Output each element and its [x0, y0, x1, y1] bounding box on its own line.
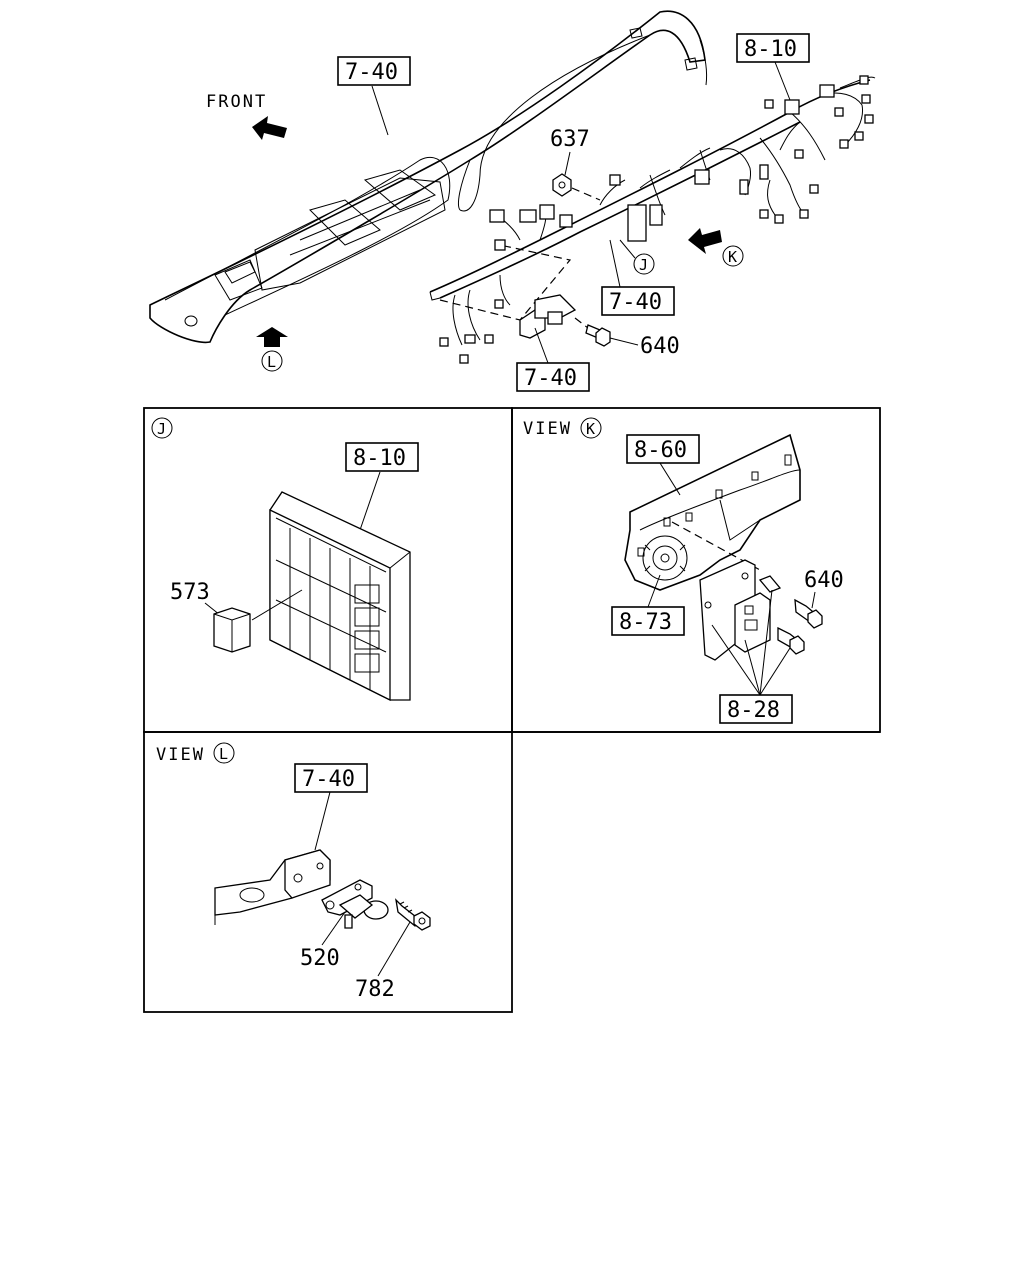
bolt-782 [395, 898, 431, 931]
ref-l-letter: L [267, 353, 276, 371]
label-box-bracket-bottom [516, 362, 590, 392]
view-l-arrow-icon [256, 327, 288, 347]
panel-j: J 8-10 573 [143, 407, 513, 733]
panel-j-ref-circle-icon [151, 417, 173, 439]
label-panel-k-top: 8-60 [634, 438, 687, 463]
front-label: FRONT [206, 92, 267, 112]
ref-j-circle-icon [633, 253, 655, 275]
relay-573 [213, 607, 251, 653]
label-dash-assembly: 7-40 [345, 60, 398, 85]
ref-k-letter: K [728, 248, 737, 266]
panel-l-ref-circle-icon [213, 742, 235, 764]
label-bracket-bottom: 7-40 [524, 366, 577, 391]
label-panel-k-left: 8-73 [619, 610, 672, 635]
label-panel-l-bracket: 7-40 [302, 767, 355, 792]
panel-l-ref-letter: L [219, 745, 228, 763]
ref-k-circle-icon [722, 245, 744, 267]
label-panel-l-sensor: 520 [300, 946, 340, 971]
label-panel-l-bolt: 782 [355, 977, 395, 1002]
dashboard-panel [149, 10, 708, 344]
label-box-harness [736, 33, 810, 63]
label-box-panel-l-bracket [294, 763, 368, 793]
label-box-panel-k-bottom [719, 694, 793, 724]
label-part-637: 637 [550, 127, 590, 152]
ref-l-circle-icon [261, 350, 283, 372]
sensor-520 [321, 879, 389, 929]
sensor-bracket [214, 849, 331, 925]
label-harness: 8-10 [744, 37, 797, 62]
label-box-panel-k-left [611, 606, 685, 636]
label-box-dash-assembly [337, 56, 411, 86]
panel-k-ref-letter: K [586, 420, 595, 438]
label-part-640: 640 [640, 334, 680, 359]
panel-j-ref-letter: J [157, 420, 166, 438]
panel-k: VIEW K 8-60 [511, 407, 881, 733]
wiring-harness [429, 75, 876, 364]
label-panel-k-bottom: 8-28 [727, 698, 780, 723]
label-box-panel-k-top [626, 434, 700, 464]
label-box-bracket-right [601, 286, 675, 316]
label-box-fuse-block [345, 442, 419, 472]
ref-j-letter: J [639, 256, 648, 274]
panel-l: VIEW L 7-40 [143, 731, 513, 1013]
bolts-640 [758, 575, 823, 655]
steering-column-housing [624, 433, 801, 591]
top-assembly: FRONT 7-40 L [149, 10, 876, 392]
panel-k-view-text: VIEW [523, 419, 572, 439]
view-k-arrow-icon [688, 228, 722, 254]
bracket-with-bolt [519, 294, 611, 347]
fuse-relay-block [269, 491, 411, 702]
switch-bracket [699, 559, 771, 661]
panel-k-ref-circle-icon [580, 417, 602, 439]
label-fuse-block: 8-10 [353, 446, 406, 471]
front-arrow-icon [252, 116, 287, 140]
label-panel-k-bolt: 640 [804, 568, 844, 593]
panel-l-view-text: VIEW [156, 745, 205, 765]
label-bracket-right: 7-40 [609, 290, 662, 315]
nut-637-icon [552, 173, 572, 197]
label-relay: 573 [170, 580, 210, 605]
